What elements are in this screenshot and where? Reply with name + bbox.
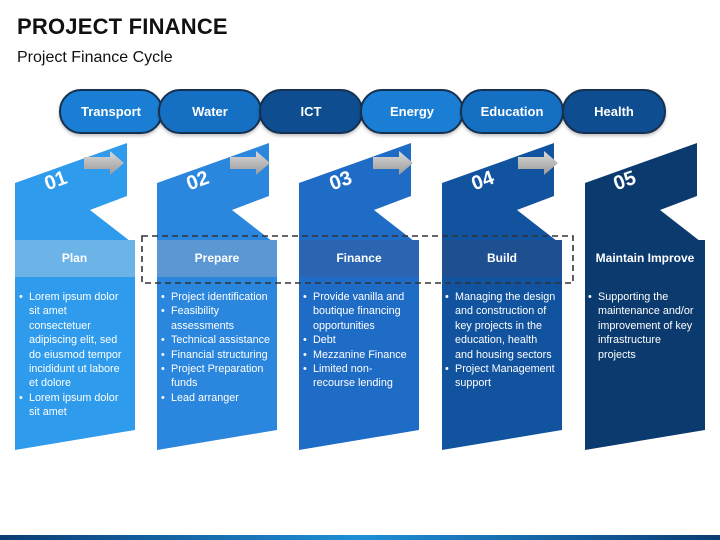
list-item: Financial structuring <box>161 348 273 363</box>
flow-arrow-icon <box>373 151 413 175</box>
stage-list-plan: Lorem ipsum dolor sit amet consectetuer … <box>19 290 131 420</box>
highlight-dashed-frame <box>141 235 574 284</box>
sector-pill-health[interactable]: Health <box>562 89 666 134</box>
sector-label: ICT <box>300 104 322 119</box>
stage-label-build: Build <box>487 251 517 265</box>
list-item: Provide vanilla and boutique financing o… <box>303 290 413 333</box>
sector-label: Water <box>192 104 228 119</box>
sector-pill-water[interactable]: Water <box>158 89 262 134</box>
stage-list-finance: Provide vanilla and boutique financing o… <box>303 290 413 391</box>
sector-pill-education[interactable]: Education <box>460 89 564 134</box>
sector-label: Energy <box>389 104 435 119</box>
stage-label-band <box>585 240 705 277</box>
stage-label-prepare: Prepare <box>194 251 240 265</box>
list-item: Lead arranger <box>161 391 273 406</box>
stage-label-band <box>15 240 135 277</box>
stage-list-maintain-improve: Supporting the maintenance and/or improv… <box>588 290 698 362</box>
stage-list-prepare: Project identification Feasibility asses… <box>161 290 273 406</box>
flow-arrow-icon <box>518 151 558 175</box>
stage-label-finance: Finance <box>336 251 382 265</box>
list-item: Limited non-recourse lending <box>303 362 413 391</box>
sector-pill-transport[interactable]: Transport <box>59 89 163 134</box>
list-item: Technical assistance <box>161 333 273 348</box>
list-item: Mezzanine Finance <box>303 348 413 363</box>
page-title: PROJECT FINANCE <box>17 14 228 39</box>
list-item: Project Management support <box>445 362 557 391</box>
flow-arrow-icon <box>84 151 124 175</box>
list-item: Project Preparation funds <box>161 362 273 391</box>
stage-label-band <box>157 240 277 277</box>
list-item: Debt <box>303 333 413 348</box>
footer-bar <box>0 535 720 540</box>
list-item: Lorem ipsum dolor sit amet consectetuer … <box>19 290 131 391</box>
list-item: Supporting the maintenance and/or improv… <box>588 290 698 362</box>
list-item: Lorem ipsum dolor sit amet <box>19 391 131 420</box>
list-item: Project identification <box>161 290 273 305</box>
list-item: Managing the design and construction of … <box>445 290 557 362</box>
stage-label-maintain-improve: Maintain Improve <box>595 251 695 265</box>
sector-label: Education <box>480 104 544 119</box>
flow-arrows <box>84 151 558 175</box>
stage-label-plan: Plan <box>61 251 88 265</box>
stage-label-band <box>442 240 562 277</box>
sector-label: Health <box>594 104 634 119</box>
stage-label-band <box>299 240 419 277</box>
page-subtitle: Project Finance Cycle <box>17 49 173 66</box>
stage-list-build: Managing the design and construction of … <box>445 290 557 391</box>
list-item: Feasibility assessments <box>161 304 273 333</box>
flow-arrow-icon <box>230 151 270 175</box>
sector-label: Transport <box>81 104 141 119</box>
